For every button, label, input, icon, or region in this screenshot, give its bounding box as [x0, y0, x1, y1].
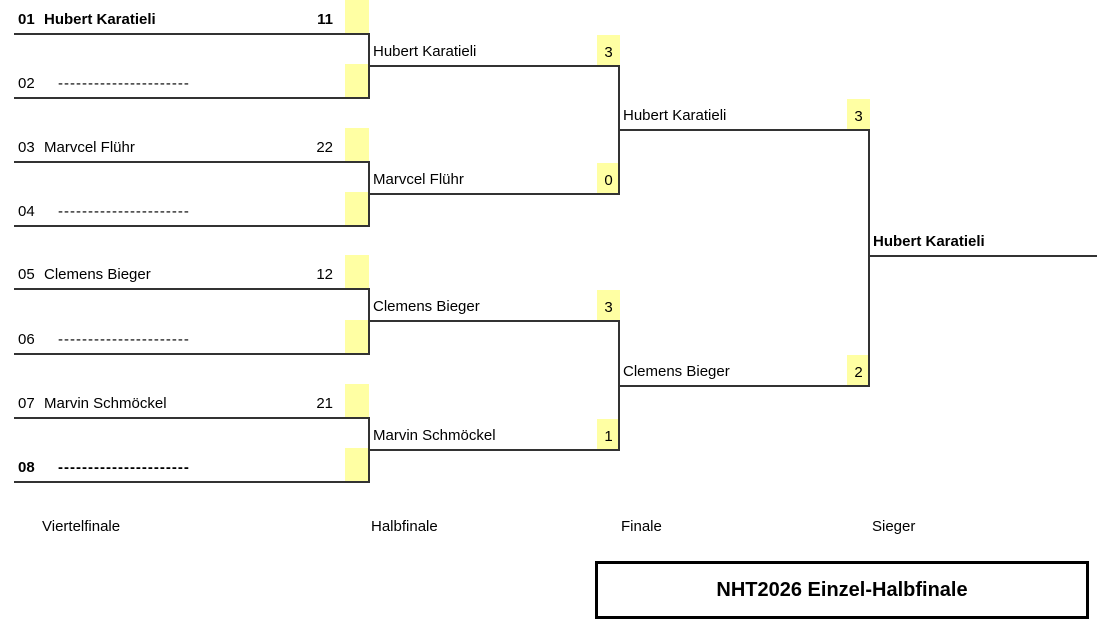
player-name: Marvin Schmöckel: [44, 395, 167, 412]
seed-number: 03: [18, 139, 35, 156]
match-score: 3: [604, 299, 613, 316]
player-name-placeholder: ----------------------: [58, 75, 190, 92]
player-name: Hubert Karatieli: [623, 107, 727, 124]
player-name-placeholder: ----------------------: [58, 203, 190, 220]
score-cell[interactable]: [345, 384, 369, 417]
seed-number: 01: [18, 11, 35, 28]
score-cell[interactable]: [345, 64, 369, 97]
score-cell[interactable]: [345, 128, 369, 161]
score-cell[interactable]: [345, 192, 369, 225]
score-cell[interactable]: [345, 255, 369, 288]
connector-line: [368, 33, 370, 99]
winner-slot: Hubert Karatieli: [870, 222, 1097, 257]
score-cell[interactable]: 1: [597, 419, 620, 449]
qf-slot-01: 01 Hubert Karatieli 11: [14, 0, 370, 35]
match-score: 11: [317, 11, 333, 28]
match-score: 0: [604, 172, 613, 189]
round-label-sieger: Sieger: [872, 518, 916, 535]
connector-line: [868, 129, 870, 387]
player-name: Hubert Karatieli: [44, 11, 156, 28]
player-name: Marvcel Flühr: [44, 139, 135, 156]
qf-slot-07: 07 Marvin Schmöckel 21: [14, 384, 370, 419]
score-cell[interactable]: [345, 0, 369, 33]
qf-slot-02: 02 ----------------------: [14, 64, 370, 99]
match-score: 3: [604, 44, 613, 61]
score-cell[interactable]: [345, 320, 369, 353]
player-name: Marvcel Flühr: [373, 171, 464, 188]
seed-number: 07: [18, 395, 35, 412]
connector-line: [368, 288, 370, 355]
round-label-viertelfinale: Viertelfinale: [42, 518, 121, 535]
player-name-placeholder: ----------------------: [58, 331, 190, 348]
match-score: 22: [316, 139, 333, 156]
score-cell[interactable]: 3: [597, 35, 620, 65]
match-score: 1: [604, 428, 613, 445]
match-score: 3: [854, 108, 863, 125]
sf-slot-3: Clemens Bieger 3: [370, 287, 620, 322]
score-cell[interactable]: 3: [847, 99, 870, 129]
player-name: Hubert Karatieli: [373, 43, 477, 60]
connector-line: [618, 65, 620, 195]
player-name-placeholder: ----------------------: [58, 459, 190, 476]
score-cell[interactable]: 3: [597, 290, 620, 320]
player-name: Clemens Bieger: [373, 298, 480, 315]
winner-name: Hubert Karatieli: [873, 233, 985, 250]
match-score: 2: [854, 364, 863, 381]
player-name: Marvin Schmöckel: [373, 427, 496, 444]
player-name: Clemens Bieger: [44, 266, 151, 283]
tournament-title: NHT2026 Einzel-Halbfinale: [716, 578, 968, 601]
qf-slot-06: 06 ----------------------: [14, 320, 370, 355]
qf-slot-04: 04 ----------------------: [14, 192, 370, 227]
round-label-finale: Finale: [621, 518, 662, 535]
sf-slot-1: Hubert Karatieli 3: [370, 32, 620, 67]
player-name: Clemens Bieger: [623, 363, 730, 380]
score-cell[interactable]: 2: [847, 355, 870, 385]
connector-line: [618, 320, 620, 451]
score-cell[interactable]: 0: [597, 163, 620, 193]
title-box: NHT2026 Einzel-Halbfinale: [595, 561, 1089, 619]
qf-slot-08: 08 ----------------------: [14, 448, 370, 483]
sf-slot-2: Marvcel Flühr 0: [370, 160, 620, 195]
seed-number: 02: [18, 75, 35, 92]
final-slot-2: Clemens Bieger 2: [620, 352, 870, 387]
connector-line: [368, 417, 370, 483]
match-score: 21: [316, 395, 333, 412]
match-score: 12: [316, 266, 333, 283]
final-slot-1: Hubert Karatieli 3: [620, 96, 870, 131]
connector-line: [368, 161, 370, 227]
score-cell[interactable]: [345, 448, 369, 481]
seed-number: 04: [18, 203, 35, 220]
seed-number: 08: [18, 459, 35, 476]
sf-slot-4: Marvin Schmöckel 1: [370, 416, 620, 451]
seed-number: 05: [18, 266, 35, 283]
seed-number: 06: [18, 331, 35, 348]
qf-slot-05: 05 Clemens Bieger 12: [14, 255, 370, 290]
round-label-halbfinale: Halbfinale: [371, 518, 438, 535]
qf-slot-03: 03 Marvcel Flühr 22: [14, 128, 370, 163]
